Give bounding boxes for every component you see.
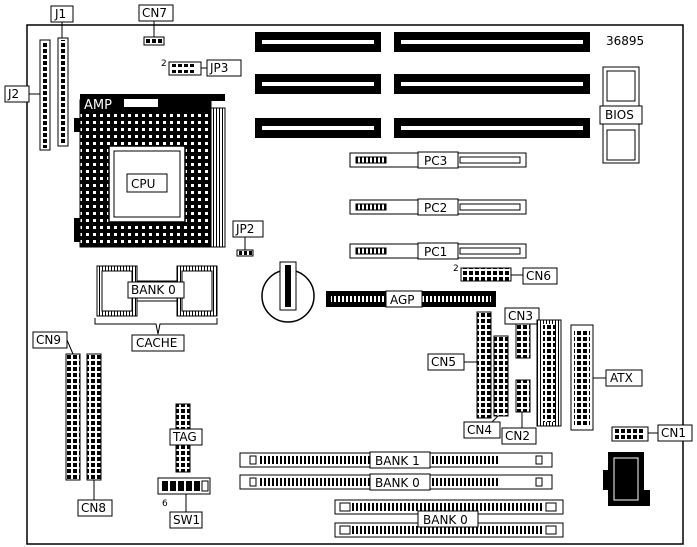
cn9-connector bbox=[65, 353, 81, 481]
cache-bracket bbox=[94, 318, 218, 335]
power-regulator bbox=[536, 319, 562, 427]
isa-slot bbox=[255, 32, 381, 52]
cn7-callout: CN7 bbox=[138, 4, 174, 37]
simm-slot bbox=[334, 499, 564, 515]
svg-text:BANK 0: BANK 0 bbox=[423, 513, 468, 527]
atx-connector bbox=[570, 324, 594, 431]
svg-text:PC2: PC2 bbox=[424, 201, 447, 215]
cn3-header bbox=[515, 323, 531, 359]
svg-text:JP2: JP2 bbox=[235, 222, 254, 236]
svg-text:CN9: CN9 bbox=[36, 333, 61, 347]
cn9-callout: CN9 bbox=[32, 331, 74, 355]
svg-text:TAG: TAG bbox=[172, 430, 197, 444]
cn1-callout: CN1 bbox=[648, 424, 693, 442]
svg-text:CN8: CN8 bbox=[81, 501, 106, 515]
agp-slot: AGP bbox=[326, 290, 496, 308]
battery bbox=[261, 261, 315, 323]
cn1-header bbox=[611, 426, 649, 442]
simm-slot bbox=[334, 522, 564, 538]
bios-chip: BIOS bbox=[599, 66, 643, 164]
svg-text:PC3: PC3 bbox=[424, 154, 447, 168]
isa-slot bbox=[394, 74, 590, 94]
isa-slot bbox=[255, 118, 381, 138]
svg-text:CN6: CN6 bbox=[526, 269, 551, 283]
svg-text:6: 6 bbox=[162, 499, 168, 509]
cn8-connector bbox=[86, 353, 102, 481]
board-id: 36895 bbox=[606, 34, 644, 48]
svg-text:ATX: ATX bbox=[610, 371, 633, 385]
svg-text:PC1: PC1 bbox=[424, 245, 447, 259]
j2-connector bbox=[39, 39, 51, 151]
isa-slot bbox=[255, 74, 381, 94]
isa-slot bbox=[394, 118, 590, 138]
j1-connector bbox=[57, 37, 69, 147]
back-panel-connector bbox=[603, 452, 650, 506]
cn8-callout: CN8 bbox=[77, 480, 113, 517]
svg-text:J1: J1 bbox=[54, 7, 66, 21]
j2-callout: J2 bbox=[4, 85, 40, 103]
svg-text:CN4: CN4 bbox=[467, 423, 492, 437]
svg-text:2: 2 bbox=[453, 264, 459, 274]
svg-text:CPU: CPU bbox=[131, 177, 155, 191]
cn4-connector bbox=[493, 335, 509, 417]
cn4-callout: CN4 bbox=[463, 415, 501, 439]
atx-callout: ATX bbox=[593, 369, 643, 387]
cn2-callout: CN2 bbox=[501, 412, 537, 445]
cn5-callout: CN5 bbox=[427, 353, 477, 371]
svg-text:AMP: AMP bbox=[84, 98, 112, 113]
tag-chip: TAG bbox=[169, 403, 203, 473]
sw1-callout: SW1 bbox=[169, 494, 203, 529]
cn3-callout: CN3 bbox=[504, 307, 540, 325]
svg-text:J2: J2 bbox=[7, 87, 19, 101]
dimm-slot-bank1: BANK 1 bbox=[239, 451, 553, 469]
pci-slot-pc2: PC2 bbox=[349, 198, 527, 216]
jp2-header bbox=[236, 249, 254, 257]
cn7-header bbox=[143, 36, 165, 46]
jp3-header: 2 bbox=[161, 59, 202, 76]
svg-text:BANK 0: BANK 0 bbox=[375, 476, 420, 490]
svg-text:CN1: CN1 bbox=[661, 426, 686, 440]
sw1-switch: 6 bbox=[157, 477, 211, 509]
jp2-callout: JP2 bbox=[232, 220, 264, 250]
svg-text:CN3: CN3 bbox=[508, 309, 533, 323]
cache-callout: CACHE bbox=[131, 334, 185, 352]
svg-text:SW1: SW1 bbox=[173, 513, 200, 527]
svg-text:CN2: CN2 bbox=[505, 429, 530, 443]
cpu-socket: AMP CPU bbox=[74, 94, 226, 248]
svg-text:BIOS: BIOS bbox=[605, 108, 634, 122]
cn2-header bbox=[515, 379, 531, 413]
svg-text:AGP: AGP bbox=[390, 293, 415, 307]
svg-text:CN5: CN5 bbox=[431, 355, 456, 369]
dimm-slot-bank0: BANK 0 bbox=[239, 473, 553, 491]
isa-slot bbox=[394, 32, 590, 52]
j1-callout: J1 bbox=[50, 5, 74, 38]
simm-bank-label: BANK 0 bbox=[417, 510, 479, 528]
pci-slot-pc1: PC1 bbox=[349, 242, 527, 260]
cache-bank-label: BANK 0 bbox=[127, 281, 185, 299]
svg-text:BANK 0: BANK 0 bbox=[131, 283, 176, 297]
svg-text:JP3: JP3 bbox=[209, 61, 228, 75]
pci-slot-pc3: PC3 bbox=[349, 151, 527, 169]
svg-text:2: 2 bbox=[161, 59, 167, 69]
cn6-callout: CN6 bbox=[511, 267, 558, 285]
svg-text:BANK 1: BANK 1 bbox=[375, 454, 420, 468]
cn5-connector bbox=[476, 311, 492, 419]
svg-text:CACHE: CACHE bbox=[136, 336, 177, 350]
svg-text:CN7: CN7 bbox=[142, 6, 167, 20]
jp3-callout: JP3 bbox=[201, 59, 242, 77]
